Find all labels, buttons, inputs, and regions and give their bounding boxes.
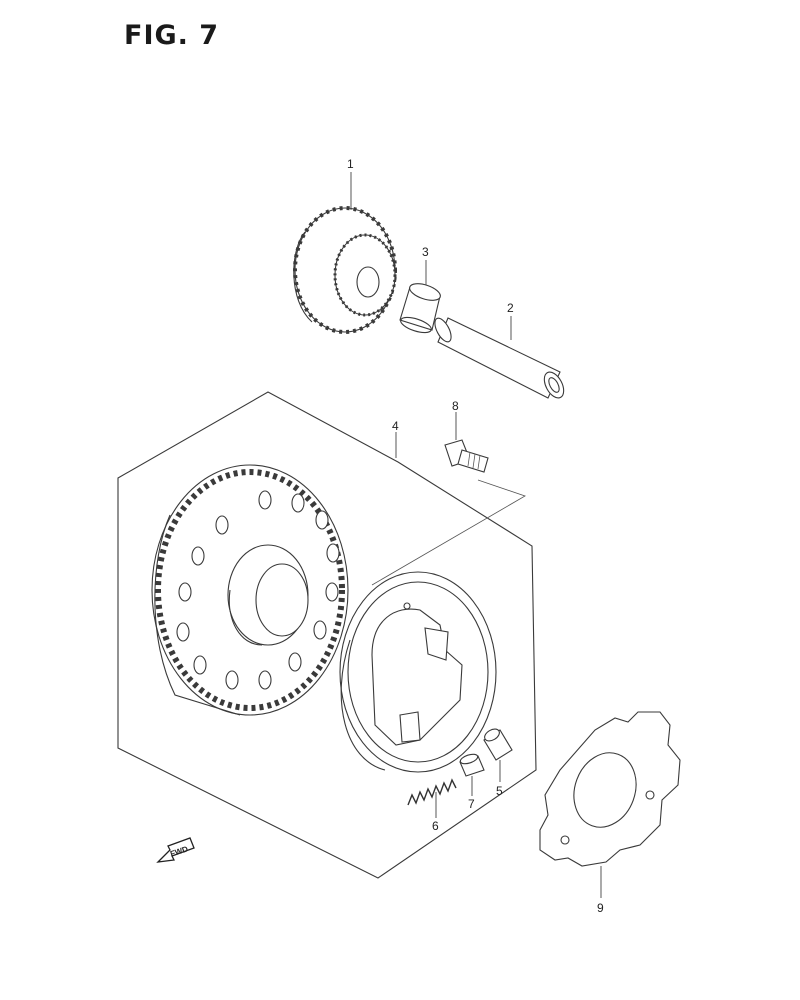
assembly-outline	[117, 391, 537, 879]
starter-idle-gear	[293, 206, 397, 334]
plunger	[459, 753, 485, 777]
bolt	[444, 439, 489, 473]
callout-3: 3	[422, 245, 429, 259]
fwd-arrow-icon: FWD	[156, 837, 195, 863]
callout-1: 1	[347, 157, 354, 171]
one-way-clutch-housing	[339, 571, 497, 773]
spring	[407, 778, 457, 806]
idle-gear-shaft	[434, 317, 565, 399]
callout-2: 2	[507, 301, 514, 315]
starter-clutch-gear	[151, 464, 349, 716]
callout-8: 8	[452, 399, 459, 413]
figure-title: FIG. 7	[124, 20, 220, 51]
callout-6: 6	[432, 819, 439, 833]
callout-4: 4	[392, 419, 399, 433]
callout-7: 7	[468, 797, 475, 811]
callout-5: 5	[496, 784, 503, 798]
roller	[483, 728, 513, 761]
callout-9: 9	[597, 901, 604, 915]
callouts: 1 2 3 4 5 6 7 8 9	[347, 157, 604, 915]
bushing	[399, 283, 441, 334]
retaining-plate	[539, 711, 681, 867]
